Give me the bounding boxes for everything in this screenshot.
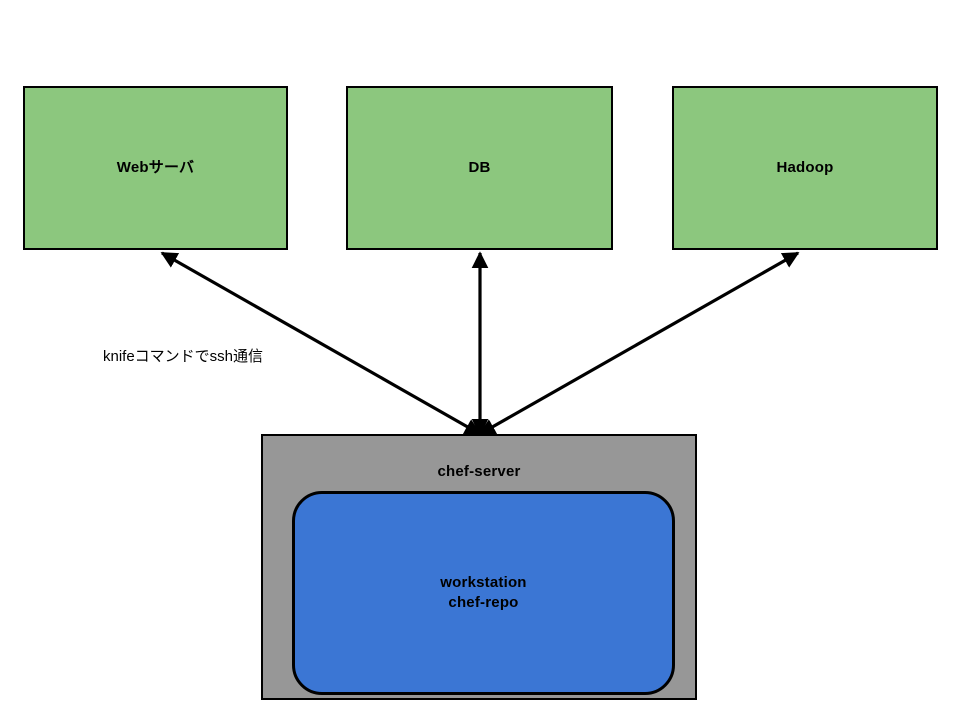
node-workstation-label: workstation chef-repo [440, 573, 526, 614]
node-db-label: DB [468, 158, 491, 176]
node-web-server[interactable]: Webサーバ [23, 86, 288, 250]
node-workstation[interactable]: workstation chef-repo [292, 491, 675, 695]
edge-annotation-knife-ssh: knifeコマンドでssh通信 [103, 348, 264, 365]
node-workstation-label-line1: workstation [440, 573, 527, 591]
edge-chefserver-to-hadoop [478, 251, 800, 436]
node-web-server-label: Webサーバ [116, 158, 195, 176]
node-chef-server[interactable]: chef-server workstation chef-repo [261, 434, 697, 700]
node-db[interactable]: DB [346, 86, 613, 250]
node-hadoop-label: Hadoop [776, 158, 834, 176]
node-chef-server-label: chef-server [437, 463, 521, 480]
node-hadoop[interactable]: Hadoop [672, 86, 938, 250]
edge-chefserver-to-web [160, 251, 482, 436]
node-workstation-label-line2: chef-repo [448, 594, 519, 611]
